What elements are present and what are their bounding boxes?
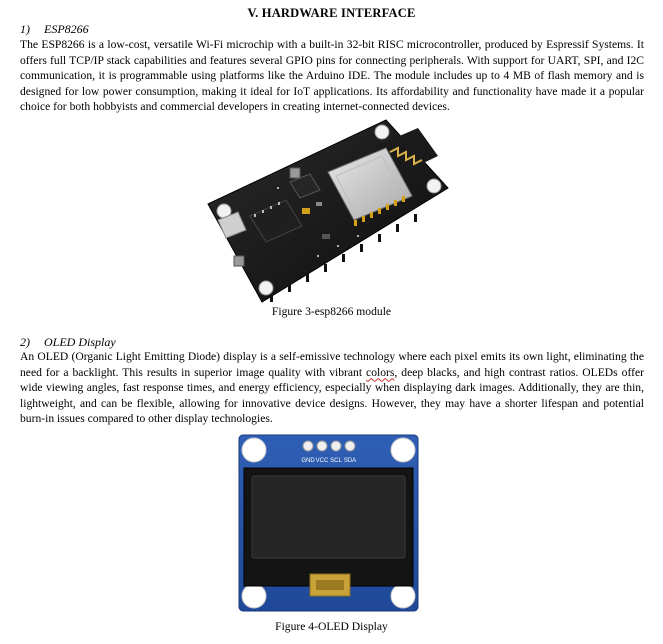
pin-label-sda: SDA bbox=[344, 458, 356, 464]
pin-label-scl: SCL bbox=[330, 458, 342, 464]
figure-3-caption: Figure 3-esp8266 module bbox=[271, 305, 392, 318]
subsection-number: 1) bbox=[20, 22, 30, 36]
esp8266-module-image bbox=[207, 119, 449, 303]
subsection-esp8266-heading: 1) ESP8266 bbox=[20, 22, 89, 37]
oled-paragraph-end: , deep blacks, and high contrast ratios.… bbox=[20, 365, 644, 426]
subsection-oled-heading: 2) OLED Display bbox=[20, 335, 116, 350]
subsection-title: ESP8266 bbox=[44, 22, 89, 36]
figure-4-caption: Figure 4-OLED Display bbox=[275, 620, 388, 633]
pin-label-gnd: GND bbox=[301, 458, 315, 464]
spellcheck-marked-word: colors bbox=[366, 365, 395, 379]
subsection-title: OLED Display bbox=[44, 335, 116, 349]
esp8266-paragraph: The ESP8266 is a low-cost, versatile Wi-… bbox=[20, 38, 644, 114]
oled-paragraph: An OLED (Organic Light Emitting Diode) d… bbox=[20, 349, 644, 427]
subsection-number: 2) bbox=[20, 335, 30, 349]
oled-paragraph-start: An OLED (Organic Light Emitting Diode) d… bbox=[20, 350, 644, 379]
oled-display-image: GND VCC SCL SDA bbox=[238, 434, 419, 612]
section-title: V. HARDWARE INTERFACE bbox=[247, 6, 416, 20]
pin-label-vcc: VCC bbox=[316, 458, 329, 464]
